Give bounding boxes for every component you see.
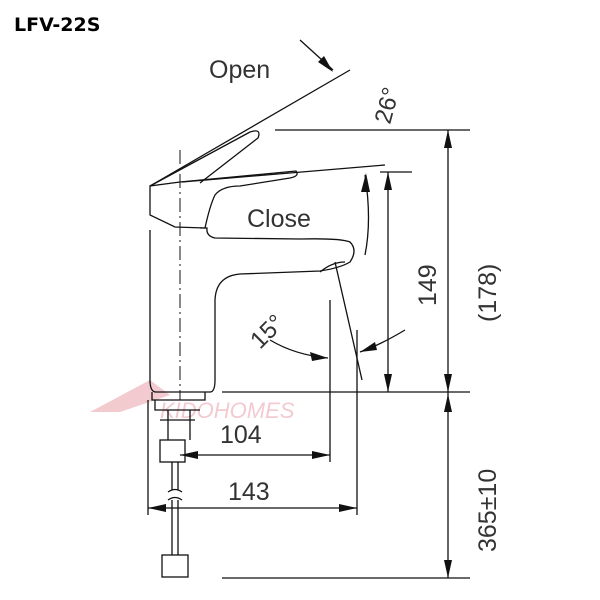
handle-closed <box>149 170 298 229</box>
dim-149: 149 <box>414 264 442 306</box>
angle-open-label: 26° <box>370 85 405 127</box>
dim-104: 104 <box>220 421 262 449</box>
dim-178: (178) <box>474 264 502 322</box>
open-label: Open <box>209 56 270 84</box>
watermark-logo: KIDOHOMES <box>90 380 295 423</box>
dim-365: 365±10 <box>474 469 502 552</box>
dim-143: 143 <box>228 478 270 506</box>
close-label: Close <box>247 205 311 233</box>
faucet-body <box>149 227 355 393</box>
handle-open <box>149 130 260 187</box>
model-title: LFV-22S <box>14 14 101 36</box>
